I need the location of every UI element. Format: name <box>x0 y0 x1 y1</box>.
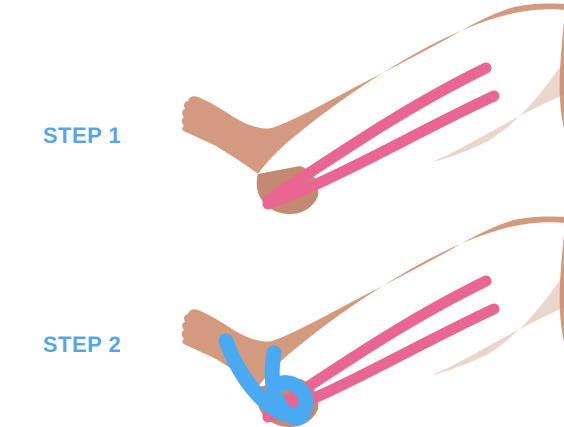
step-1-illustration <box>0 0 564 214</box>
pink-tape-strips <box>268 68 494 204</box>
leg <box>182 216 564 427</box>
leg <box>182 3 564 214</box>
step-2-illustration <box>0 213 564 427</box>
leg-silhouette <box>182 3 564 174</box>
pink-tape-strip-upper <box>268 68 486 200</box>
